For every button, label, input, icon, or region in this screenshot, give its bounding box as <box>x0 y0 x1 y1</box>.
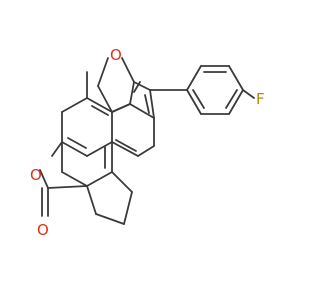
atom-label-furan-oxygen: O <box>110 46 122 64</box>
structure-canvas: O O O F <box>30 46 265 239</box>
atom-label-fluorine: F <box>256 90 265 108</box>
atom-label-carbonyl-oxygen: O <box>37 221 49 239</box>
bond-skeleton <box>39 57 255 225</box>
atom-labels: O O O F <box>30 46 265 239</box>
atom-label-ring-oxygen: O <box>30 166 42 184</box>
